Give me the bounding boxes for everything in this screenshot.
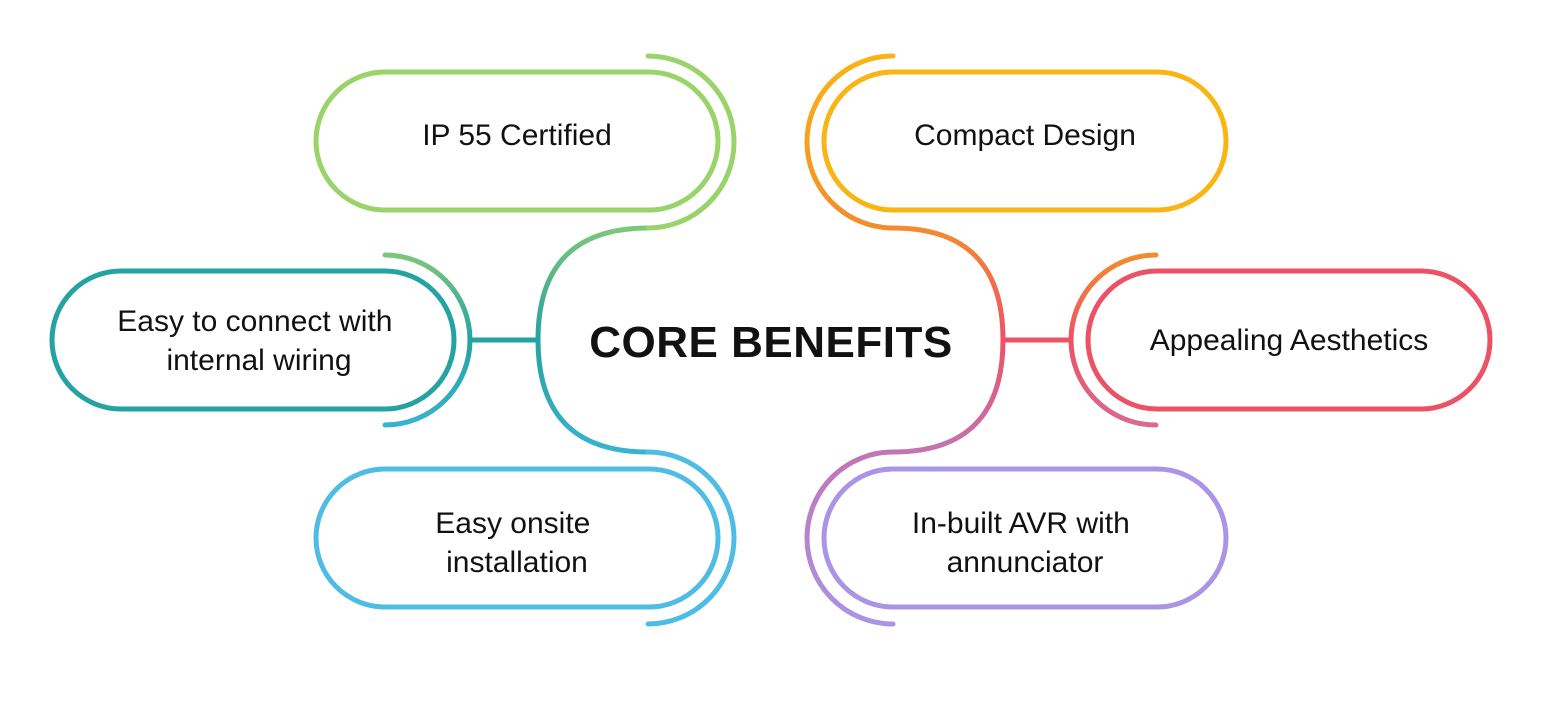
wiring-label-line-2: internal wiring — [166, 344, 351, 377]
aesthetics-pill — [1085, 268, 1493, 412]
wiring-label: Easy to connect with internal wiring — [117, 305, 401, 377]
wiring-outer-arc — [382, 252, 473, 428]
avr-pill — [821, 466, 1229, 610]
ip55-label-line-1: IP 55 Certified — [422, 119, 612, 152]
avr-label-line-1: In-built AVR with — [912, 507, 1130, 540]
avr-label: In-built AVR with annunciator — [912, 507, 1138, 579]
onsite-label: Easy onsite installation — [435, 507, 598, 579]
center-title: CORE BENEFITS — [589, 318, 952, 367]
ip55-outer-arc — [645, 53, 737, 231]
onsite-outer-arc — [645, 449, 737, 627]
wiring-pill — [49, 268, 457, 412]
onsite-label-line-2: installation — [446, 546, 588, 579]
onsite-pill — [313, 466, 721, 610]
avr-label-line-2: annunciator — [947, 546, 1104, 579]
onsite-label-line-1: Easy onsite — [435, 507, 590, 540]
compact-outer-arc — [804, 53, 896, 231]
compact-pill — [821, 69, 1229, 213]
compact-label-line-1: Compact Design — [914, 119, 1136, 152]
ip55-pill — [313, 69, 721, 213]
avr-outer-arc — [804, 449, 896, 627]
compact-label: Compact Design — [914, 119, 1136, 152]
ip55-label: IP 55 Certified — [422, 119, 612, 152]
wiring-label-line-1: Easy to connect with — [117, 305, 392, 338]
aesthetics-outer-arc — [1068, 252, 1159, 428]
aesthetics-label: Appealing Aesthetics — [1150, 324, 1429, 357]
aesthetics-label-line-1: Appealing Aesthetics — [1150, 324, 1429, 357]
